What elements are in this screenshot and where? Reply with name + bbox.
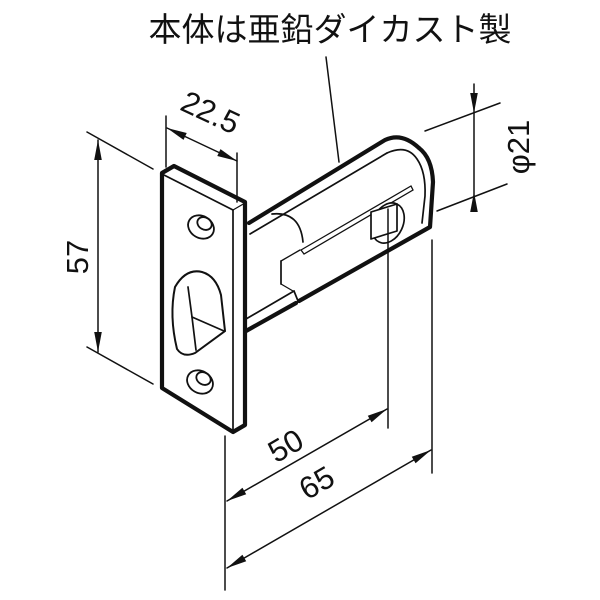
- spring-arc: [271, 212, 304, 243]
- overall-length-label: 65: [293, 459, 340, 507]
- tube-slot: [300, 185, 414, 255]
- faceplate-outline: [159, 163, 248, 435]
- backset-label: 50: [262, 422, 309, 470]
- tube-diameter-label: φ21: [501, 120, 536, 175]
- screw-hole-bottom: [186, 369, 214, 395]
- dimension-plate-height: 57: [60, 131, 154, 385]
- plate-width-label: 22.5: [176, 84, 245, 141]
- latch-bolt: [171, 270, 227, 356]
- screw-hole-top: [187, 214, 215, 240]
- plate-height-label: 57: [60, 240, 95, 274]
- drawing-title: 本体は亜鉛ダイカスト製: [149, 11, 512, 48]
- end-cap-rim: [386, 148, 426, 224]
- faceplate-top-edge: [161, 173, 234, 211]
- case-step: [243, 249, 301, 334]
- dimension-tube-diameter: φ21: [424, 83, 536, 212]
- tube-end-cap-edge: [296, 145, 436, 304]
- latch-body: [243, 134, 436, 334]
